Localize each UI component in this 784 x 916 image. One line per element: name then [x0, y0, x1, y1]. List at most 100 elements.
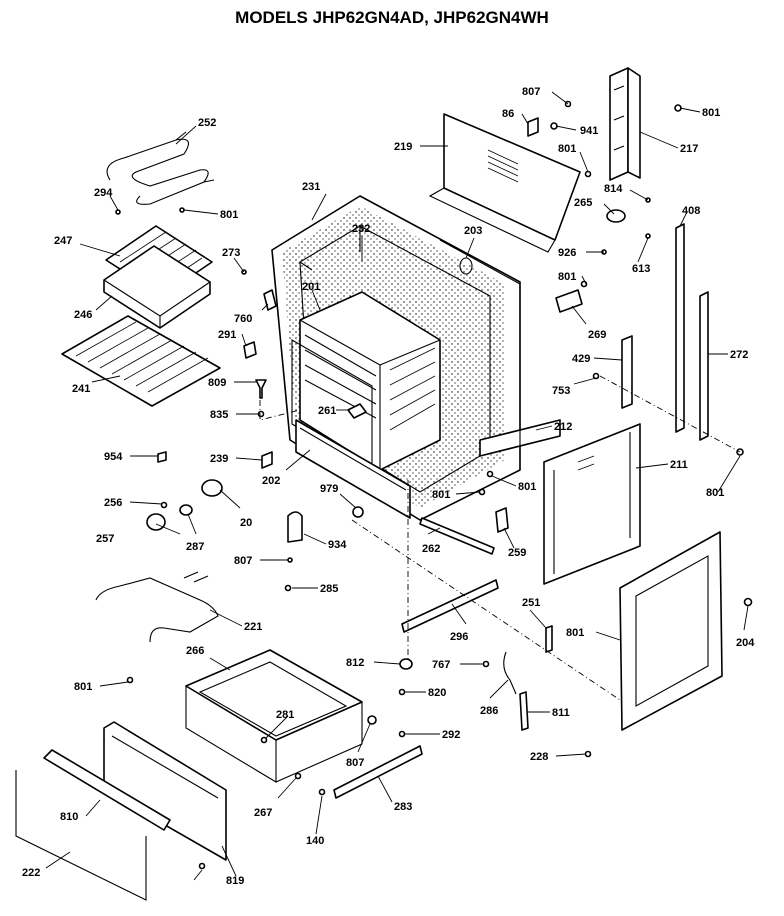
hinge-281 — [503, 651, 517, 695]
screw-294 — [115, 209, 121, 215]
callout-label: 934 — [328, 539, 347, 551]
side-rail-408 — [675, 223, 685, 433]
screw-801-i — [584, 170, 592, 178]
callout-label: 222 — [22, 867, 40, 879]
callout-label: 212 — [554, 421, 572, 433]
broiler-pan-246 — [103, 245, 211, 329]
callout-label: 257 — [96, 533, 114, 545]
callout-label: 760 — [234, 313, 252, 325]
screw-801-c — [478, 488, 486, 496]
screw-807-b — [584, 750, 592, 758]
broil-element-252 — [106, 131, 215, 205]
callout-label: 20 — [240, 517, 252, 529]
callout-label: 285 — [320, 583, 338, 595]
spacer-292 — [367, 715, 377, 725]
callout-label: 241 — [72, 383, 90, 395]
callout-label: 801 — [558, 271, 576, 283]
callout-labels: 807 86 941 801 217 219 801 814 265 408 9… — [22, 86, 755, 887]
door-221 — [619, 531, 723, 731]
bake-element-251 — [95, 571, 219, 643]
callout-label: 239 — [210, 453, 228, 465]
side-rail-272 — [699, 291, 709, 441]
handle-228 — [43, 749, 171, 831]
screw-767 — [126, 676, 134, 684]
callout-label: 801 — [432, 489, 450, 501]
callout-label: 807 — [234, 555, 252, 567]
callout-label: 231 — [302, 181, 320, 193]
spacer-262 — [287, 511, 303, 543]
screw-753 — [592, 372, 600, 380]
callout-label: 812 — [346, 657, 364, 669]
callout-label: 86 — [502, 108, 514, 120]
bracket-20 — [495, 507, 509, 533]
callout-label: 810 — [60, 811, 78, 823]
callout-label: 140 — [306, 835, 324, 847]
callout-label: 265 — [574, 197, 592, 209]
callout-label: 809 — [208, 377, 226, 389]
callout-label: 801 — [558, 143, 576, 155]
callout-label: 273 — [222, 247, 240, 259]
callout-label: 219 — [394, 141, 412, 153]
washer-934 — [287, 557, 293, 563]
callout-label: 283 — [394, 801, 412, 813]
callout-label: 979 — [320, 483, 338, 495]
callout-label: 252 — [198, 117, 216, 129]
screw-801-b — [160, 501, 168, 509]
centerline-a — [351, 519, 621, 701]
screw-809 — [255, 379, 267, 399]
callout-label: 221 — [244, 621, 262, 633]
callout-label: 251 — [522, 597, 540, 609]
screw-835 — [257, 410, 265, 418]
top-panel-219 — [428, 113, 581, 253]
clip-954 — [157, 451, 167, 463]
drawer-204 — [185, 649, 363, 783]
callout-label: 767 — [432, 659, 450, 671]
callout-label: 247 — [54, 235, 72, 247]
screw-283 — [318, 788, 326, 796]
rail-267 — [333, 745, 423, 799]
oven-liner-201 — [291, 291, 441, 471]
callout-label: 228 — [530, 751, 548, 763]
hinge-286 — [519, 691, 529, 731]
callout-label: 266 — [186, 645, 204, 657]
screw-812 — [482, 660, 490, 668]
callout-label: 202 — [262, 475, 280, 487]
callout-label: 211 — [670, 459, 688, 471]
callout-label: 408 — [682, 205, 700, 217]
lamp-261 — [347, 403, 367, 419]
screw-820 — [260, 736, 268, 744]
callout-label: 261 — [318, 405, 336, 417]
callout-label: 267 — [254, 807, 272, 819]
callout-label: 203 — [464, 225, 482, 237]
callout-label: 801 — [74, 681, 92, 693]
screw-801-d — [486, 470, 494, 478]
callout-label: 820 — [428, 687, 446, 699]
callout-label: 217 — [680, 143, 698, 155]
screw-819 — [198, 862, 206, 870]
callout-label: 259 — [508, 547, 526, 559]
callout-label: 429 — [572, 353, 590, 365]
side-panel-211 — [543, 423, 641, 585]
knob-256 — [201, 479, 223, 497]
callout-label: 296 — [450, 631, 468, 643]
clip-291 — [243, 341, 257, 359]
callout-label: 294 — [94, 187, 113, 199]
rear-channel-217 — [609, 67, 641, 181]
centerline-b — [599, 375, 741, 453]
callout-label: 835 — [210, 409, 228, 421]
callout-label: 287 — [186, 541, 204, 553]
callout-label: 819 — [226, 875, 244, 887]
oven-rack-241 — [61, 315, 221, 407]
callout-label: 232 — [352, 223, 370, 235]
socket-257 — [179, 504, 193, 516]
callout-label: 201 — [302, 281, 320, 293]
callout-label: 291 — [218, 329, 236, 341]
callout-label: 262 — [422, 543, 440, 555]
callout-label: 801 — [702, 107, 720, 119]
screw-807-a — [284, 584, 292, 592]
callout-label: 292 — [442, 729, 460, 741]
callout-label: 954 — [104, 451, 123, 463]
bracket-269 — [555, 289, 583, 313]
callout-label: 807 — [346, 757, 364, 769]
